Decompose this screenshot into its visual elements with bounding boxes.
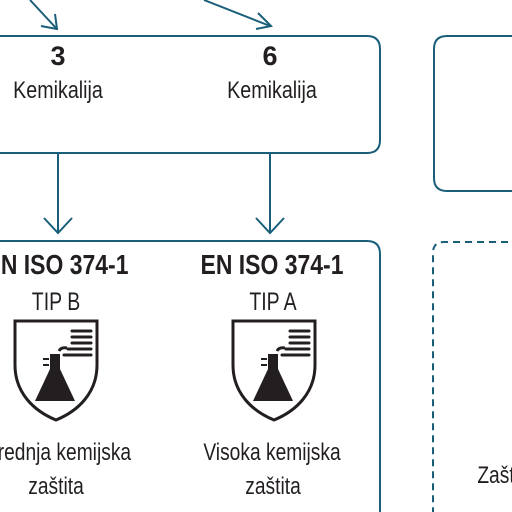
chemicals-label-right: Kemikalija <box>227 77 317 104</box>
standards-box <box>0 240 381 512</box>
protection-description-right-line2: zaštita <box>245 473 301 500</box>
arrow-to-type-a <box>255 153 285 235</box>
incoming-arrow-left <box>29 0 59 31</box>
chemicals-box <box>0 35 381 154</box>
right-box-partial-text: Zašt <box>477 462 512 489</box>
protection-description-left-line2: zaštita <box>28 473 84 500</box>
right-dashed-box <box>432 241 512 512</box>
chemical-shield-icon <box>13 319 99 422</box>
type-label-left: TIP B <box>31 288 81 316</box>
chemicals-count-right: 6 <box>262 41 278 71</box>
chemicals-label-left: Kemikalija <box>13 77 103 104</box>
chemical-shield-icon <box>231 319 317 422</box>
standard-title-right: EN ISO 374-1 <box>200 249 344 280</box>
protection-description-right: Visoka kemijska <box>203 439 341 466</box>
type-label-right: TIP A <box>249 288 297 316</box>
incoming-arrow-right <box>203 0 274 30</box>
standard-title-left: EN ISO 374-1 <box>0 249 129 280</box>
arrow-to-type-b <box>43 153 73 235</box>
protection-description-left: Srednja kemijska <box>0 439 132 466</box>
chemicals-count-left: 3 <box>50 41 66 71</box>
right-box <box>433 35 512 192</box>
